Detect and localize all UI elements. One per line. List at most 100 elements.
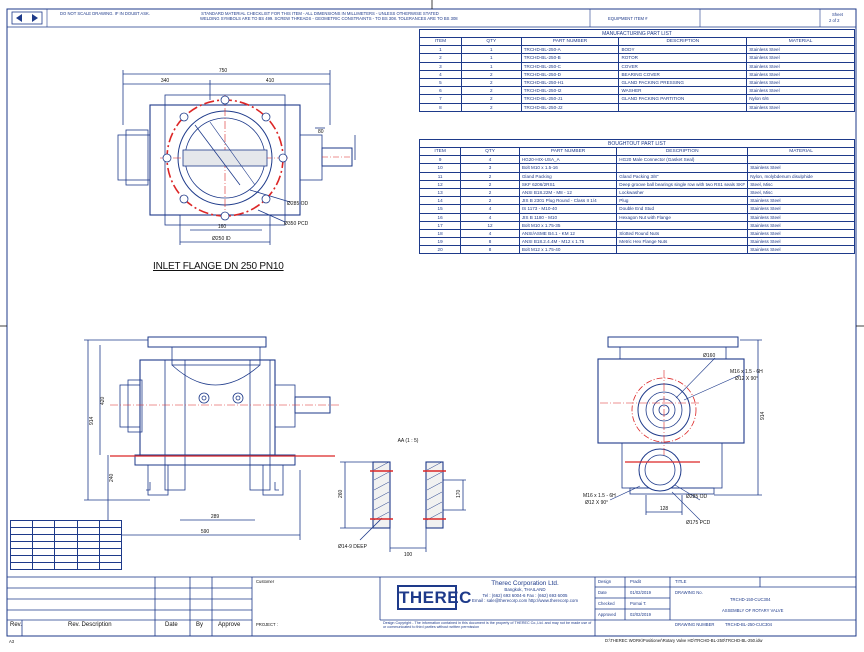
svg-text:914: 914 xyxy=(89,416,95,425)
table-cell: 4 xyxy=(460,155,520,165)
table-cell: 2 xyxy=(460,179,520,189)
table-cell: BODY xyxy=(618,45,748,55)
equipment-label: EQUIPMENT ITEM # xyxy=(608,16,648,21)
table-cell: 4 xyxy=(460,212,520,222)
mini-table-cell xyxy=(76,541,100,549)
mini-table-cell xyxy=(32,548,56,556)
table-cell: Slotted Round Nuts xyxy=(616,228,749,239)
table-cell: Stainless Steel xyxy=(747,220,855,230)
table-cell: GLAND PACKING PRESSING xyxy=(618,77,748,88)
mini-table-cell xyxy=(98,555,123,563)
date-value: 01/02/2019 xyxy=(630,590,651,595)
table-cell: Hexagon Nut with Flange xyxy=(616,212,749,222)
table-cell: Nylon, molybdenum disulphide xyxy=(747,171,855,181)
table-cell: SKF 6206/2RS1 xyxy=(518,179,618,189)
mini-table-cell xyxy=(54,548,78,556)
rev-by-label: By xyxy=(196,622,204,628)
checked-value: Pornai T. xyxy=(630,601,647,606)
design-label: Design xyxy=(598,579,612,584)
rev-approve-label: Approve xyxy=(218,622,241,628)
table-cell: 2 xyxy=(460,102,522,112)
mini-table-cell xyxy=(76,555,100,563)
mini-spec-table xyxy=(9,520,123,570)
table-cell: 7 xyxy=(419,94,462,104)
table-cell: Stainless Steel xyxy=(747,204,855,214)
mini-table-cell xyxy=(32,562,56,570)
table-cell: TRCHD-BL-250-B xyxy=(520,53,620,63)
table-cell: Stainless Steel xyxy=(747,245,855,255)
table-cell: Nylon 6/6 xyxy=(746,94,855,104)
mini-table-cell xyxy=(98,562,123,570)
table-cell: Lockwasher xyxy=(616,187,749,198)
file-path: D:\THEREC WORK\Positioner\Rotary Valve H… xyxy=(605,638,763,643)
table-cell: Gland Packing 3/8" xyxy=(616,171,749,181)
svg-text:410: 410 xyxy=(266,78,275,84)
mini-table-cell xyxy=(98,534,123,542)
company-info: Therec Corporation Ltd. Bangkok, THAILAN… xyxy=(466,580,584,604)
table-cell: 1 xyxy=(460,53,522,63)
mini-table-cell xyxy=(9,562,34,570)
table-cell: IS 1173 - M10-40 xyxy=(518,204,618,214)
table-cell: 5 xyxy=(419,77,462,88)
mini-table-row xyxy=(9,534,123,542)
svg-text:128: 128 xyxy=(660,506,669,512)
mini-table-cell xyxy=(54,541,78,549)
table-cell: Steel, Misc xyxy=(747,187,855,198)
mini-table-cell xyxy=(76,527,100,535)
table-cell: TRCHD-BL-250-C xyxy=(520,61,620,71)
table-cell: Bolt M10 x 1.5-16 xyxy=(518,163,618,173)
table-cell: WASHER xyxy=(618,86,748,96)
table-cell: 2 xyxy=(460,187,520,198)
rev-date-label: Date xyxy=(165,622,178,628)
column-header: PART NUMBER xyxy=(518,146,618,157)
svg-text:80: 80 xyxy=(318,129,324,135)
mini-table-cell xyxy=(9,534,34,542)
svg-text:Ø350 PCD: Ø350 PCD xyxy=(284,221,309,227)
drawing-num-value: TRCHD-BL-250-CUC304 xyxy=(725,622,773,627)
mini-table-cell xyxy=(32,541,56,549)
section-caption: AA (1 : 5) xyxy=(398,438,419,444)
svg-text:914: 914 xyxy=(760,411,766,420)
table-cell: 2 xyxy=(460,69,522,79)
svg-text:240: 240 xyxy=(109,473,115,482)
mini-table-cell xyxy=(9,520,34,528)
mini-table-cell xyxy=(9,541,34,549)
table-cell: TRCHD-BL-250-J2 xyxy=(520,102,620,112)
table-cell: COVER xyxy=(618,61,748,71)
table-cell: 15 xyxy=(418,204,462,214)
table-cell: Steel, Misc xyxy=(747,179,855,189)
mini-table-cell xyxy=(76,520,100,528)
table-cell: 8 xyxy=(460,245,520,255)
table-cell: Stainless Steel xyxy=(746,86,855,96)
boughtout-title: BOUGHTOUT PART LIST xyxy=(419,139,855,148)
table-cell: JIS B 2301 Plug Round - Class II 1/4 xyxy=(518,196,618,206)
table-cell: Stainless Steel xyxy=(746,61,855,71)
mini-table-cell xyxy=(32,520,56,528)
title-label: TITLE xyxy=(675,579,687,584)
drawing-no-value: TRCHD-150-CUC304 xyxy=(730,597,771,602)
customer-label: Customer xyxy=(256,579,275,584)
table-cell: 2 xyxy=(460,86,522,96)
table-cell: ROTOR xyxy=(618,53,748,63)
mini-table-cell xyxy=(76,534,100,542)
table-cell: 17 xyxy=(418,220,462,230)
mini-table-row xyxy=(9,520,123,528)
table-cell: Stainless Steel xyxy=(746,69,855,79)
table-cell: Stainless Steel xyxy=(746,77,855,88)
inlet-flange-view xyxy=(117,70,356,245)
table-cell: 4 xyxy=(460,228,520,239)
svg-text:Ø14-9 DEEP: Ø14-9 DEEP xyxy=(338,544,368,550)
table-cell: ANSI/ASME B4.1 - KM 12 xyxy=(518,228,618,239)
mini-table-cell xyxy=(98,520,123,528)
table-cell: 2 xyxy=(460,94,522,104)
table-cell: Bolt M12 x 1.75-40 xyxy=(518,245,618,255)
section-aa-view xyxy=(340,461,466,552)
svg-text:M16 x 1.5 - 6H: M16 x 1.5 - 6H xyxy=(583,493,616,499)
